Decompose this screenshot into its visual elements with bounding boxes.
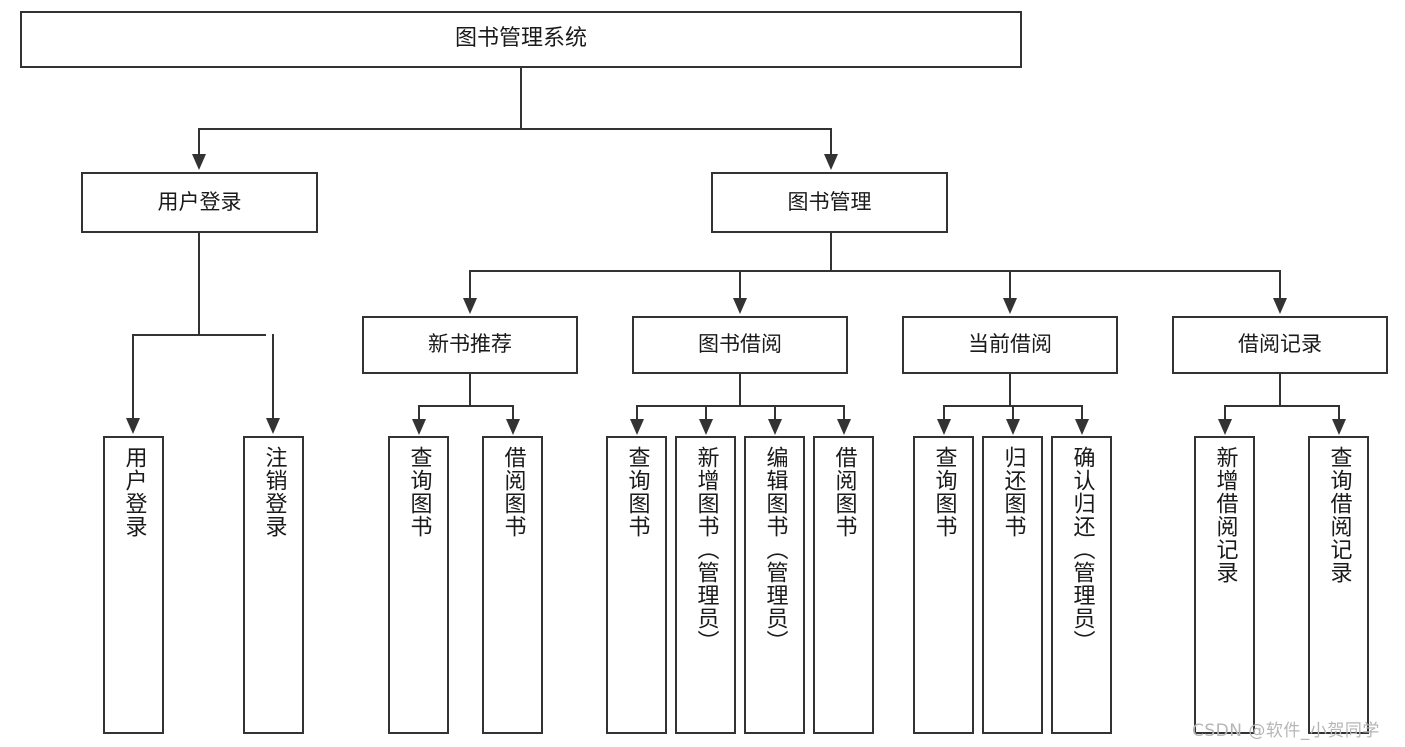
node-label: 当前借阅 [968, 332, 1052, 357]
arrowhead-leaf-user-login-0 [126, 418, 140, 434]
leaf-current-borrow-return[interactable]: 归还图书 [982, 436, 1043, 734]
edge-drop-leaf-user-login-1 [272, 334, 274, 420]
edge-bus-book-borrow [636, 405, 844, 407]
edge-drop-current-borrow [1009, 270, 1011, 300]
edge-drop-leaf-book-borrow-1 [705, 405, 707, 421]
leaf-user-login-logout[interactable]: 注销登录 [243, 436, 304, 734]
edge-stem-new-book [469, 374, 471, 405]
node-label: 图书借阅 [698, 332, 782, 357]
leaf-current-borrow-confirm[interactable]: 确认归还（管理员） [1051, 436, 1112, 734]
leaf-new-book-borrow[interactable]: 借阅图书 [482, 436, 543, 734]
arrowhead-leaf-book-borrow-1 [699, 419, 713, 435]
node-label: 查询图书 [406, 446, 432, 538]
edge-drop-leaf-current-borrow-2 [1081, 405, 1083, 421]
arrowhead-leaf-borrow-record-1 [1332, 419, 1346, 435]
arrowhead-leaf-current-borrow-2 [1075, 419, 1089, 435]
node-new-book-recommend[interactable]: 新书推荐 [362, 316, 578, 374]
leaf-borrow-record-add[interactable]: 新增借阅记录 [1194, 436, 1255, 734]
node-label: 新书推荐 [428, 332, 512, 357]
node-label: 新增图书（管理员） [693, 446, 719, 653]
edge-drop-leaf-book-borrow-2 [774, 405, 776, 421]
node-label: 归还图书 [1000, 446, 1026, 538]
edge-drop-new-book [469, 270, 471, 300]
edge-drop-leaf-book-borrow-0 [636, 405, 638, 421]
node-label: 图书管理 [787, 189, 872, 214]
node-label: 借阅记录 [1238, 332, 1322, 357]
edge-bus-user-login [132, 334, 266, 336]
node-label: 借阅图书 [831, 446, 857, 538]
edge-bus-new-book [418, 405, 513, 407]
node-label: 新增借阅记录 [1212, 446, 1238, 584]
node-book-manage[interactable]: 图书管理 [711, 172, 948, 233]
node-label: 查询图书 [931, 446, 957, 538]
arrowhead-new-book [463, 298, 477, 314]
node-borrow-record[interactable]: 借阅记录 [1172, 316, 1388, 374]
arrowhead-leaf-current-borrow-1 [1006, 419, 1020, 435]
arrowhead-user-login [192, 154, 206, 170]
leaf-book-borrow-add[interactable]: 新增图书（管理员） [675, 436, 736, 734]
node-book-borrow[interactable]: 图书借阅 [632, 316, 848, 374]
edge-stem-book-borrow [739, 374, 741, 405]
arrowhead-leaf-borrow-record-0 [1218, 419, 1232, 435]
edge-drop-leaf-borrow-record-1 [1338, 405, 1340, 421]
node-label: 图书管理系统 [454, 26, 587, 52]
node-label: 确认归还（管理员） [1069, 446, 1095, 653]
arrowhead-book-borrow [733, 298, 747, 314]
node-label: 用户登录 [157, 189, 242, 214]
arrowhead-book-manage [824, 154, 838, 170]
arrowhead-leaf-new-book-0 [412, 419, 426, 435]
edge-level3-bus [469, 270, 1281, 272]
node-label: 用户登录 [121, 446, 147, 538]
leaf-book-borrow-borrow[interactable]: 借阅图书 [813, 436, 874, 734]
leaf-book-borrow-edit[interactable]: 编辑图书（管理员） [744, 436, 805, 734]
leaf-book-borrow-query[interactable]: 查询图书 [606, 436, 667, 734]
edge-drop-leaf-new-book-1 [512, 405, 514, 421]
node-label: 查询图书 [624, 446, 650, 538]
node-label: 借阅图书 [500, 446, 526, 538]
leaf-borrow-record-query[interactable]: 查询借阅记录 [1308, 436, 1369, 734]
edge-drop-leaf-current-borrow-0 [943, 405, 945, 421]
edge-drop-book-borrow [739, 270, 741, 300]
leaf-new-book-query[interactable]: 查询图书 [388, 436, 449, 734]
edge-drop-leaf-new-book-0 [418, 405, 420, 421]
edge-drop-leaf-current-borrow-1 [1012, 405, 1014, 421]
node-label: 注销登录 [261, 446, 287, 538]
arrowhead-leaf-user-login-1 [266, 418, 280, 434]
arrowhead-leaf-current-borrow-0 [937, 419, 951, 435]
node-label: 查询借阅记录 [1326, 446, 1352, 584]
node-current-borrow[interactable]: 当前借阅 [902, 316, 1118, 374]
edge-drop-user-login [198, 128, 200, 156]
arrowhead-leaf-book-borrow-0 [630, 419, 644, 435]
node-user-login[interactable]: 用户登录 [81, 172, 318, 233]
arrowhead-borrow-record [1273, 298, 1287, 314]
leaf-current-borrow-query[interactable]: 查询图书 [913, 436, 974, 734]
edge-bus-borrow-record [1224, 405, 1339, 407]
edge-level2-bus [198, 128, 832, 130]
edge-root-stem [520, 68, 522, 128]
node-label: 编辑图书（管理员） [762, 446, 788, 653]
edge-drop-leaf-borrow-record-0 [1224, 405, 1226, 421]
arrowhead-leaf-book-borrow-2 [768, 419, 782, 435]
edge-drop-borrow-record [1279, 270, 1281, 300]
edge-drop-leaf-book-borrow-3 [843, 405, 845, 421]
arrowhead-current-borrow [1003, 298, 1017, 314]
arrowhead-leaf-book-borrow-3 [837, 419, 851, 435]
edge-stem-book-manage [830, 233, 832, 270]
edge-drop-book-manage [830, 128, 832, 156]
arrowhead-leaf-new-book-1 [506, 419, 520, 435]
leaf-user-login-login[interactable]: 用户登录 [103, 436, 164, 734]
edge-drop-leaf-user-login-0 [132, 334, 134, 420]
edge-stem-borrow-record [1279, 374, 1281, 405]
edge-stem-user-login [198, 233, 200, 334]
edge-stem-current-borrow [1009, 374, 1011, 405]
node-root-system[interactable]: 图书管理系统 [20, 11, 1022, 68]
